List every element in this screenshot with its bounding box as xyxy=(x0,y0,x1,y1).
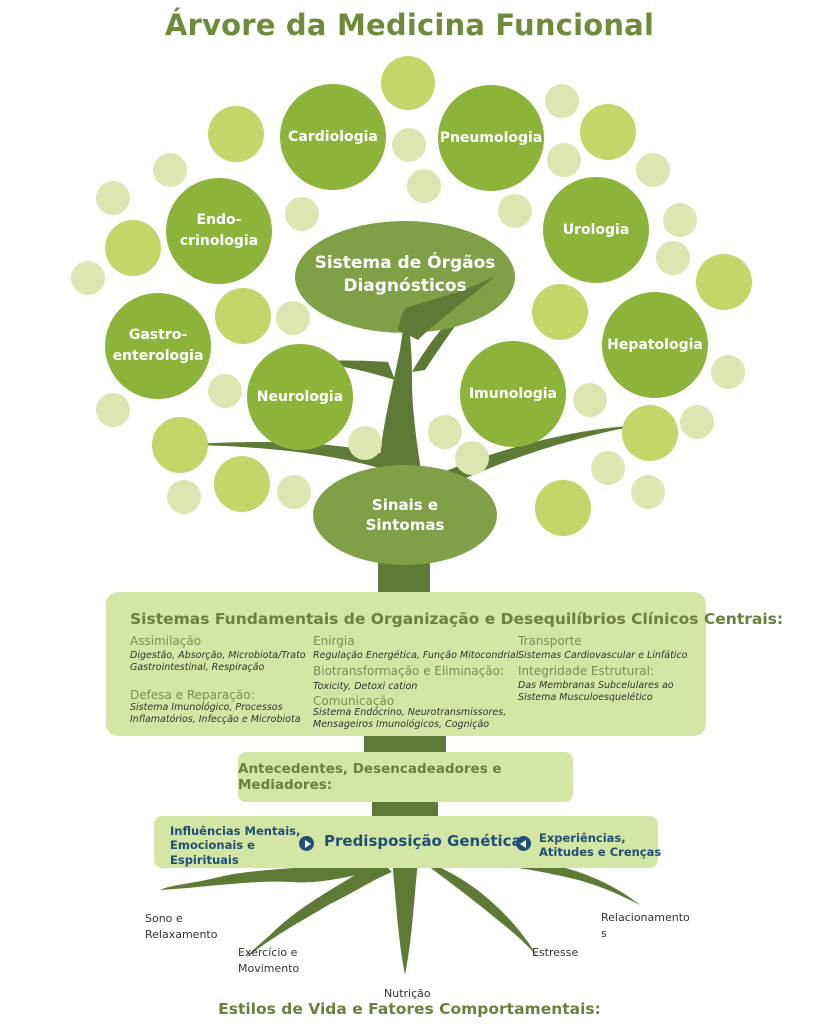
root-label-relacionamentos: Relacionamento s xyxy=(601,911,690,940)
signs-ellipse xyxy=(313,465,497,565)
category-integridade: Integridade Estrutural: xyxy=(518,664,654,678)
branch-overlay xyxy=(398,276,495,340)
fundamental-systems-title: Sistemas Fundamentais de Organização e D… xyxy=(130,610,784,628)
root-label-sono: Sono e Relaxamento xyxy=(145,912,218,941)
organ-systems-center-ellipse xyxy=(295,221,515,333)
category-transporte: Transporte xyxy=(518,634,582,648)
cardiologia-circle xyxy=(280,84,386,190)
fundamental-systems-box xyxy=(106,592,706,736)
category-biotransformacao: Biotransformação e Eliminação: xyxy=(313,664,504,678)
genetic-box xyxy=(154,816,658,868)
category-defesa: Defesa e Reparação: xyxy=(130,688,255,702)
neurologia-circle xyxy=(247,344,353,450)
hepatologia-circle xyxy=(602,292,708,398)
category-comunicacao-detail: Sistema Endócrino, Neurotransmissores, M… xyxy=(313,707,507,730)
category-assimilacao-detail: Digestão, Absorção, Microbiota/Trato Gas… xyxy=(130,650,306,673)
urologia-circle xyxy=(543,177,649,283)
antecedents-box: Antecedentes, Desencadeadores e Mediador… xyxy=(238,752,573,802)
root-label-nutricao: Nutrição xyxy=(384,987,431,1000)
category-energia: Enirgia xyxy=(313,634,355,648)
arrow-right-circle-icon xyxy=(299,836,314,851)
gastroenterologia-circle xyxy=(105,293,211,399)
organ-system-circles xyxy=(105,84,708,565)
endocrinologia-circle xyxy=(166,178,272,284)
category-integridade-detail: Das Membranas Subcelulares ao Sistema Mu… xyxy=(518,680,674,703)
pneumologia-circle xyxy=(438,85,544,191)
category-comunicacao: Comunicação xyxy=(313,694,395,708)
page-title: Árvore da Medicina Funcional xyxy=(164,8,655,42)
category-defesa-detail: Sistema Imunológico, Processos Inflamató… xyxy=(130,702,301,725)
category-energia-detail: Regulação Energética, Função Mitocondria… xyxy=(313,650,519,661)
arrow-left-circle-icon xyxy=(516,836,531,851)
category-assimilacao: Assimilação xyxy=(130,634,202,648)
imunologia-circle xyxy=(460,341,566,447)
category-transporte-detail: Sistemas Cardiovascular e Linfático xyxy=(518,650,688,661)
mental-influences-label: Influências Mentais, Emocionais e Espiri… xyxy=(170,824,301,867)
genetic-predisposition-label: Predisposição Genética xyxy=(324,832,522,850)
experiences-label: Experiências, Atitudes e Crenças xyxy=(539,831,662,860)
lifestyle-title: Estilos de Vida e Fatores Comportamentai… xyxy=(218,1000,601,1018)
root-label-estresse: Estresse xyxy=(532,946,579,959)
category-biotransformacao-detail: Toxicity, Detoxi cation xyxy=(313,681,418,692)
decorative-circles xyxy=(71,56,752,536)
root-label-exercicio: Exercício e Movimento xyxy=(238,946,300,975)
